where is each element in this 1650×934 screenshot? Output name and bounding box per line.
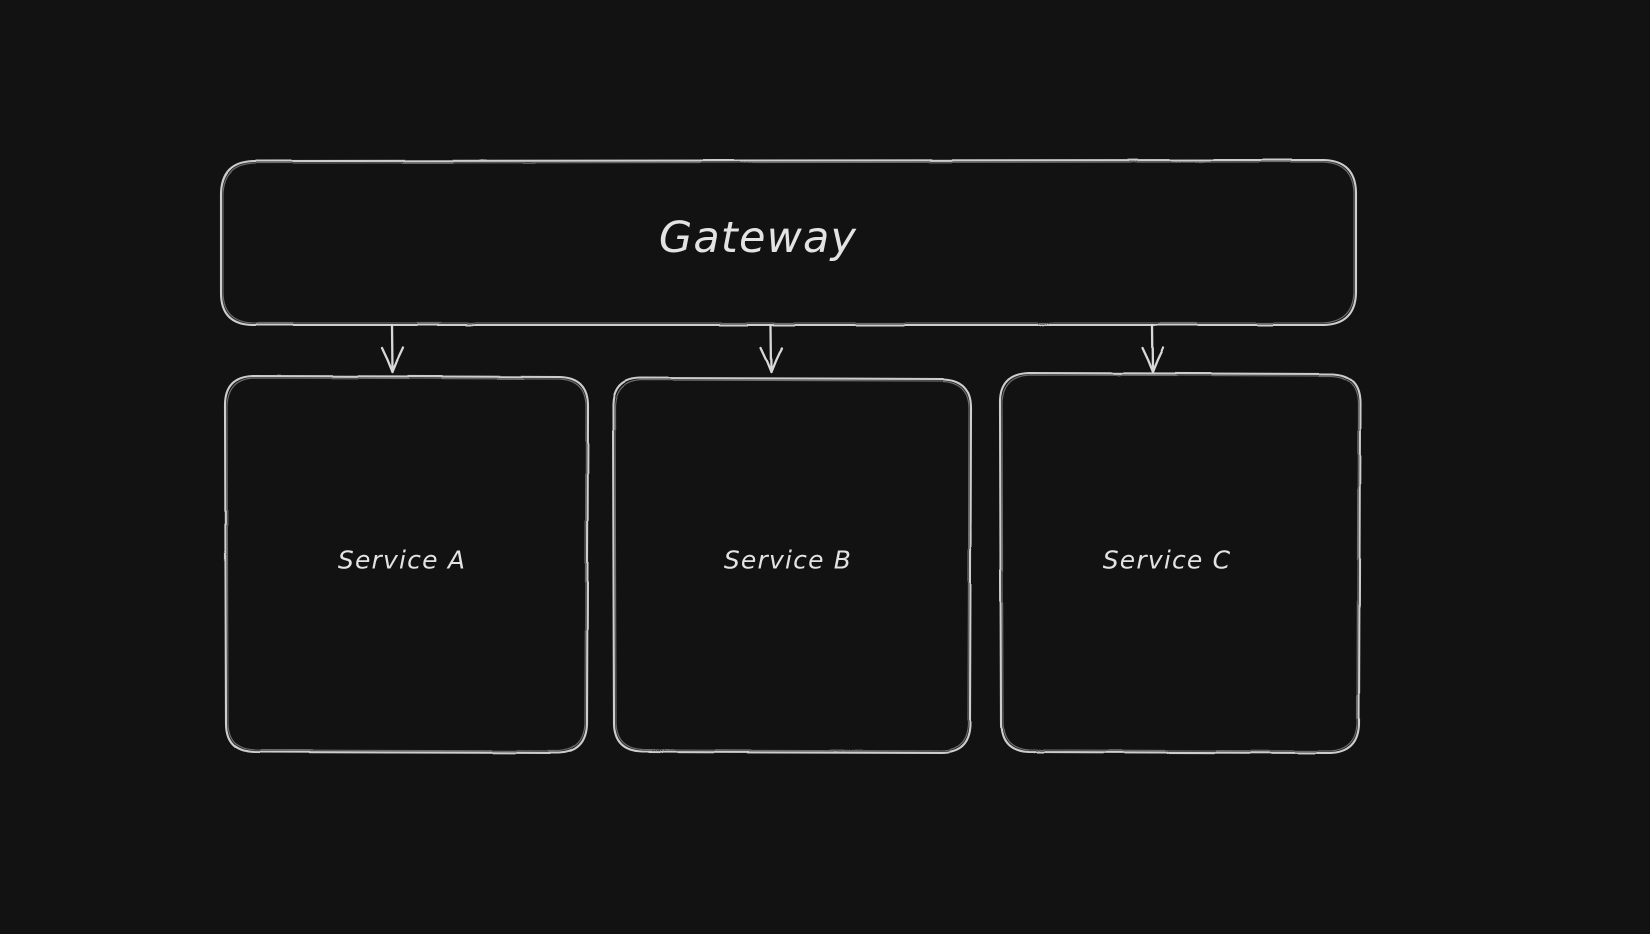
node-service-c-label: Service C	[1102, 545, 1232, 575]
edge-gateway-to-service-b	[759, 323, 784, 374]
node-service-b-label: Service B	[723, 545, 853, 575]
edge-gateway-to-service-c	[1140, 323, 1165, 374]
node-service-a-label: Service A	[337, 545, 467, 575]
node-gateway-label: Gateway	[658, 213, 858, 263]
edge-gateway-to-service-a	[380, 323, 405, 374]
